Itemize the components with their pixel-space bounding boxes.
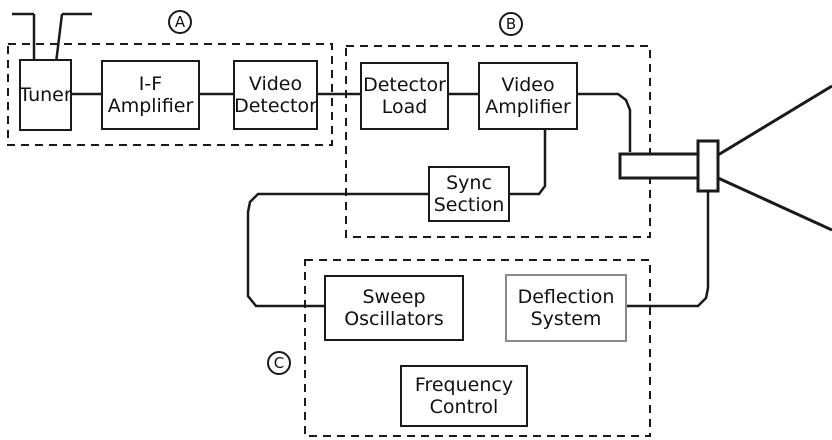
video-amplifier-label-1: Video [501, 74, 555, 96]
link-sync-sweep [246, 192, 428, 308]
tube-bell-lower [717, 176, 832, 232]
link-video-amp-sync [510, 130, 547, 196]
frequency-control-label-2: Control [429, 396, 499, 418]
antenna-icon [12, 12, 92, 64]
section-label-c: C [267, 351, 291, 375]
sweep-oscillators-block: Sweep Oscillators [324, 275, 464, 341]
tuner-label: Tuner [19, 84, 72, 106]
section-label-b: B [499, 12, 523, 36]
video-amplifier-block: Video Amplifier [478, 62, 578, 130]
signal-connections [72, 92, 710, 308]
if-amplifier-label-2: Amplifier [107, 95, 194, 117]
tube-neck [618, 152, 702, 180]
detector-load-label-2: Load [381, 96, 428, 118]
tuner-block: Tuner [19, 59, 72, 131]
deflection-system-label-1: Deflection [517, 286, 615, 308]
video-detector-label-1: Video [248, 73, 303, 95]
deflection-system-block: Deflection System [505, 274, 627, 342]
sync-section-label-2: Section [433, 194, 505, 216]
sync-section-label-1: Sync [446, 172, 492, 194]
sweep-oscillators-label-2: Oscillators [344, 308, 444, 330]
video-amplifier-label-2: Amplifier [485, 96, 571, 118]
video-detector-block: Video Detector [233, 60, 318, 130]
sync-section-block: Sync Section [428, 166, 510, 222]
frequency-control-block: Frequency Control [400, 365, 528, 427]
detector-load-block: Detector Load [360, 62, 449, 130]
video-detector-label-2: Detector [234, 95, 317, 117]
link-deflection-yoke [627, 192, 710, 308]
sweep-oscillators-label-1: Sweep [362, 286, 426, 308]
picture-tube-icon [618, 84, 832, 232]
section-label-a: A [168, 10, 192, 34]
deflection-system-label-2: System [530, 308, 602, 330]
if-amplifier-label-1: I-F [138, 73, 163, 95]
group-b-frame [345, 45, 651, 238]
link-video-amp-tube [578, 92, 632, 152]
tube-bell [717, 84, 832, 157]
deflection-yoke [696, 139, 720, 193]
group-a-frame [7, 43, 333, 146]
group-c-frame [304, 259, 651, 437]
frequency-control-label-1: Frequency [414, 374, 514, 396]
detector-load-label-1: Detector [363, 74, 446, 96]
if-amplifier-block: I-F Amplifier [101, 60, 200, 130]
